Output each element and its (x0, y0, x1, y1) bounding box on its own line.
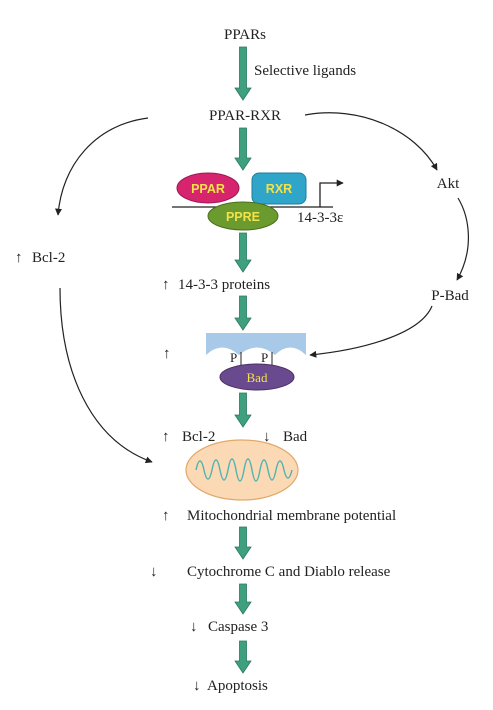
caspase-label: Caspase 3 (208, 619, 268, 635)
selective-ligands-label: Selective ligands (254, 63, 356, 79)
ppars-label: PPARs (224, 27, 266, 43)
rxr-label: RXR (266, 182, 292, 196)
ppre-label: PPRE (226, 210, 260, 224)
proteins-up-symbol: ↑ (162, 277, 170, 293)
cytochrome-down-symbol: ↓ (150, 564, 158, 580)
arrow-cytochrome-to-caspase (234, 583, 252, 615)
arrow-ppar-rxr-to-complex (234, 127, 252, 171)
transcription-start-arrow (319, 179, 344, 207)
apoptosis-label: Apoptosis (207, 678, 268, 694)
mitochondrion-cristae (195, 458, 293, 482)
complex-up-symbol: ↑ (163, 346, 171, 362)
arrow-ppre-to-proteins (234, 232, 252, 273)
arrow-caspase-to-apoptosis (234, 640, 252, 674)
mito-potential-up-symbol: ↑ (162, 508, 170, 524)
akt-label: Akt (437, 176, 460, 192)
bcl2-left-label: Bcl-2 (32, 250, 65, 266)
arrow-potential-to-cytochrome (234, 526, 252, 560)
arrow-complex-to-bcl2 (234, 392, 252, 428)
proteins-label: 14-3-3 proteins (178, 277, 270, 293)
arrow-proteins-to-complex (234, 295, 252, 331)
bad-complex-label: Bad (247, 370, 268, 385)
curve-to-bcl2-arrow (55, 117, 149, 216)
gene-label: 14-3-3ε (297, 210, 343, 226)
curve-bcl2-to-mito-arrow (59, 287, 153, 464)
rxr-receptor-shape (251, 172, 307, 205)
arrow-ppars-to-ppar-rxr (234, 46, 252, 101)
bad-down-symbol: ↓ (263, 429, 271, 445)
mitochondrion-shape (185, 439, 299, 501)
caspase-down-symbol: ↓ (190, 619, 198, 635)
ppar-receptor-shape (176, 172, 240, 204)
ppar-rxr-label: PPAR-RXR (209, 108, 281, 124)
bcl2-left-up-symbol: ↑ (15, 250, 23, 266)
bad-protein-shape (219, 363, 295, 391)
green-arrows (234, 46, 252, 674)
curve-pbad-to-complex-arrow (309, 305, 433, 358)
apoptosis-down-symbol: ↓ (193, 678, 201, 694)
curve-akt-to-pbad-arrow (456, 197, 469, 281)
protein-scaffold-shape (206, 333, 306, 355)
ppar-label: PPAR (191, 182, 225, 196)
phospho-label-2: P (261, 350, 268, 365)
cytochrome-label: Cytochrome C and Diablo release (187, 564, 391, 580)
mito-potential-label: Mitochondrial membrane potential (187, 508, 396, 524)
bad-label: Bad (283, 429, 308, 445)
ppre-element-shape (207, 201, 279, 231)
phospho-label-1: P (230, 350, 237, 365)
bcl2-center-label: Bcl-2 (182, 429, 215, 445)
curve-to-akt-arrow (304, 112, 438, 171)
bcl2-center-up-symbol: ↑ (162, 429, 170, 445)
p-bad-label: P-Bad (431, 288, 469, 304)
